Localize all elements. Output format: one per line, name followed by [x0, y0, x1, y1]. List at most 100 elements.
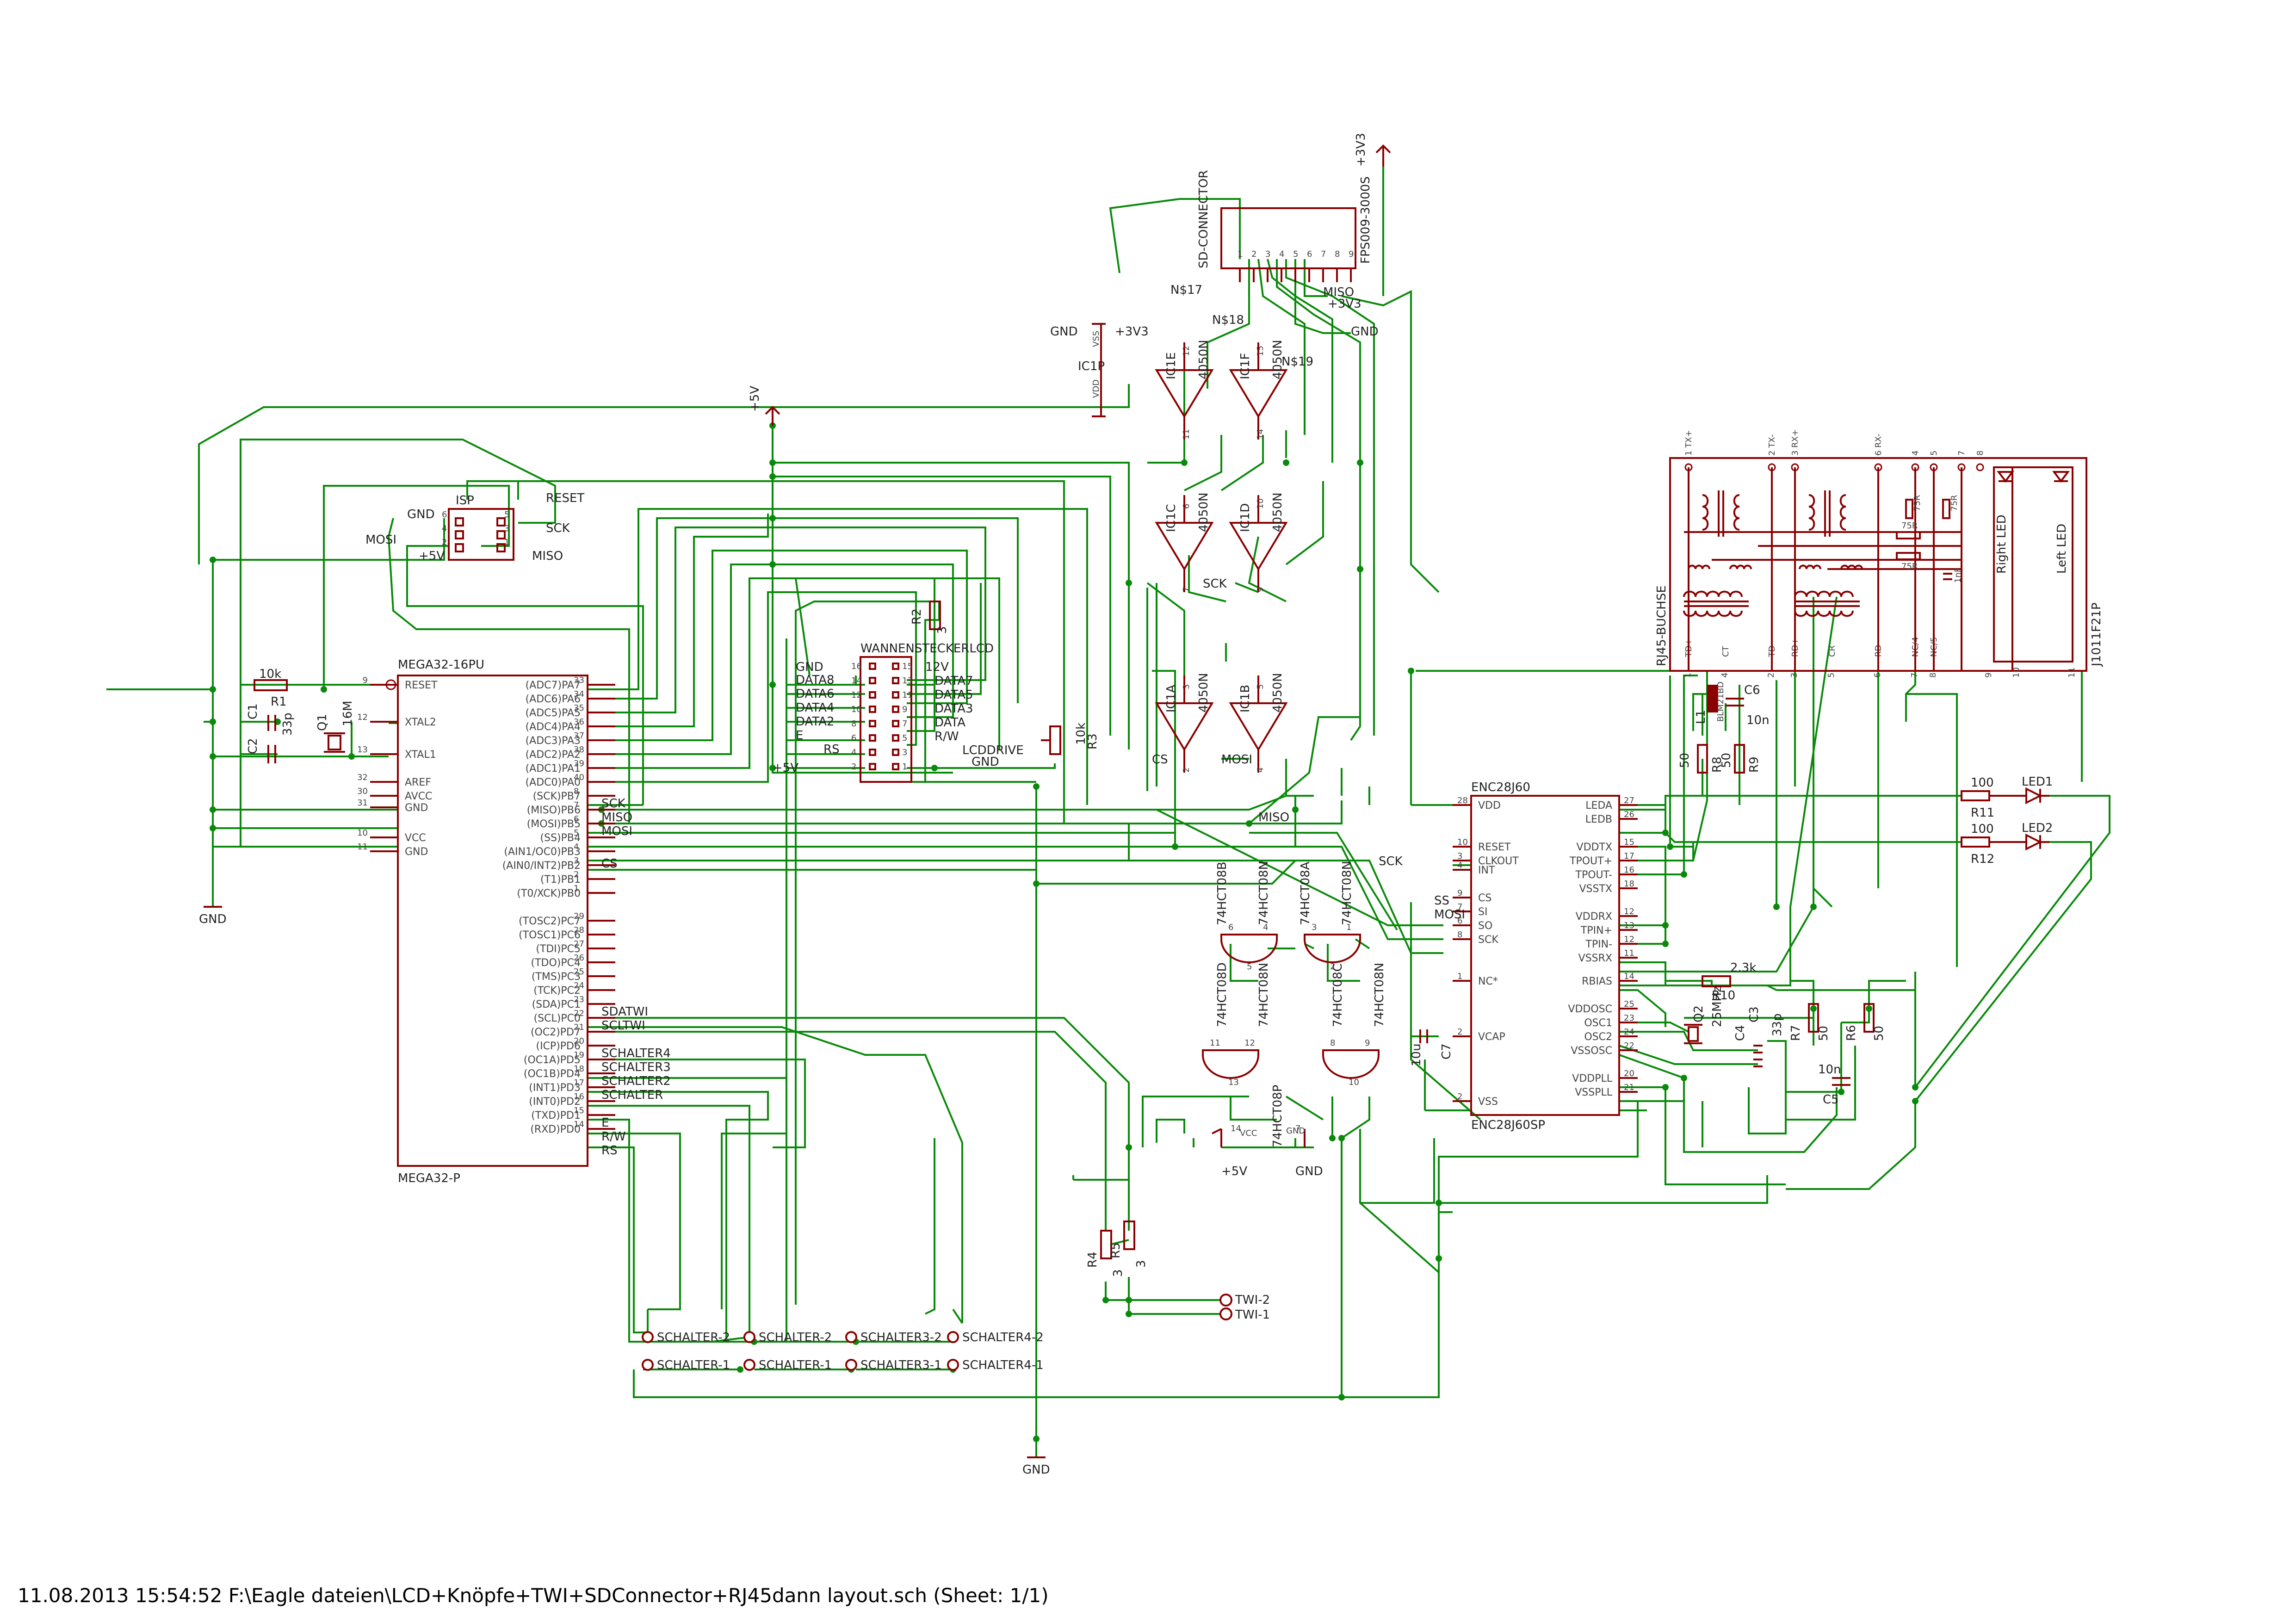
buffer-pin-out: 14: [1256, 429, 1265, 440]
lcd-right-rw: R/W: [934, 730, 959, 743]
rj45-filter: L1 BLM21BD C6 10n 50 R8 50 R9: [1678, 681, 1770, 774]
p5v-label: +5V: [748, 386, 762, 412]
enc-pin-name-left: VCAP: [1478, 1031, 1505, 1043]
lcd-pin-num-right: 13: [902, 676, 913, 686]
lcd-pin-num-left: 10: [851, 705, 862, 714]
mcu-name-top: MEGA32-16PU: [398, 658, 484, 672]
enc-pin-num-left: 8: [1457, 930, 1462, 940]
rj45-part: J1011F21P: [2090, 602, 2104, 667]
buffer-pin-in: 3: [1182, 684, 1191, 689]
buffer-part: 4050N: [1197, 492, 1211, 532]
rj45-bottom-num: 11: [2067, 667, 2077, 678]
twi-2-label: TWI-2: [1235, 1293, 1270, 1307]
lcd-left-data6: DATA6: [796, 687, 835, 701]
isp-pin-5: 5: [504, 510, 509, 520]
lcd-left-data4: DATA4: [796, 701, 835, 715]
and-pin-7: 7: [1295, 1124, 1300, 1134]
buffer-pin-in: 15: [1256, 346, 1265, 356]
mcu-pin-name-right: (RXD)PD0: [530, 1124, 581, 1135]
lcd-left-data2: DATA2: [796, 715, 835, 729]
enc-net-ss: SS: [1434, 894, 1449, 908]
c6-value: 10n: [1746, 713, 1770, 727]
mcu-pin-name-right: (SDA)PC1: [532, 999, 581, 1010]
led-resistor-label: R12: [1971, 852, 1994, 866]
mcu-pin-name-left: XTAL1: [405, 749, 436, 761]
mcu-clock-reset: 10k R1 C1 C2 33p Q1 16M: [246, 667, 355, 763]
mcu-pin-num-right: 14: [574, 1120, 584, 1129]
enc-pin-num-right: 22: [1624, 1041, 1634, 1051]
lcd-pin-num-left: 4: [851, 748, 856, 757]
sd-part: FPS009-3000S: [1359, 176, 1373, 264]
sd-net-n18: N$18: [1212, 313, 1244, 327]
sd-net-3v3: +3V3: [1328, 297, 1362, 311]
sd-pin-num: 7: [1321, 249, 1326, 259]
rj45-bottom-num: 9: [1984, 673, 1993, 678]
mcu-pin-num-right: 6: [574, 814, 579, 824]
buffer-name: IC1F: [1238, 353, 1252, 379]
buffer-part: 4050N: [1271, 340, 1285, 379]
rj45-bottom-num: 1: [1683, 673, 1693, 678]
l1-value: BLM21BD: [1716, 681, 1726, 722]
buffer-pin-out: 9: [1256, 587, 1265, 592]
rj45-res-2: 75R: [1949, 495, 1959, 511]
enc-pin-name-left: CS: [1478, 892, 1491, 904]
enc-pin-num-right: 21: [1624, 1083, 1634, 1092]
r2-value: 3: [935, 626, 949, 634]
rj45-name: RJ45-BUCHSE: [1655, 585, 1669, 666]
lcd-pin-num-right: 7: [902, 719, 907, 729]
switch-label: SCHALTER-1: [657, 1358, 730, 1372]
isp-header: ISP GND MOSI +5V RESET SCK MISO 6 4 2 5 …: [365, 491, 584, 563]
r1-value: 10k: [259, 667, 281, 681]
and-pin: 3: [1312, 923, 1317, 932]
rj45-left-led: Left LED: [2055, 524, 2069, 574]
lcd-pin-num-right: 1: [902, 762, 907, 772]
mcu-pin-name-left: VCC: [405, 832, 426, 844]
mcu-pin-num-right: 17: [574, 1078, 584, 1088]
enc-pin-num-left: 1: [1457, 972, 1462, 981]
rj45-top-pin: 6 RX-: [1874, 434, 1883, 456]
lcd-plus5v: +5V: [773, 761, 798, 775]
mcu-pin-num-right: 37: [574, 731, 584, 741]
mcu-net-labels: SCK MISO MOSI CS SDATWI SCLTWI SCHALTER4…: [601, 797, 671, 1158]
r4-label: R4: [1086, 1251, 1100, 1268]
rj45-bottom-num: 6: [1873, 673, 1882, 678]
rj45-bottom-num: 8: [1928, 673, 1938, 678]
gnd-symbols: GND GND: [199, 906, 1050, 1477]
enc-pin-name-right: VSSPLL: [1575, 1087, 1613, 1098]
enc-pin-name-right: VDDPLL: [1572, 1073, 1612, 1084]
isp-left-3: +5V: [419, 549, 445, 563]
and-pin: 9: [1365, 1038, 1370, 1048]
enc-pin-num-right: 17: [1624, 851, 1634, 861]
switch-pad: SCHALTER-1: [642, 1358, 730, 1372]
lcd-right-data3: DATA3: [934, 702, 973, 716]
lcd-left-e: E: [796, 729, 803, 743]
rj45-top-pin: 3 RX+: [1790, 429, 1800, 456]
enc-pin-name-left: CLKOUT: [1478, 855, 1519, 867]
mcu-pin-num-left: 32: [357, 773, 368, 782]
sd-pin-num: 1: [1238, 249, 1243, 259]
enc-pin-name-left: SCK: [1478, 934, 1498, 946]
lcd-pin-num-left: 6: [851, 733, 856, 743]
enc-pin-num-right: 11: [1624, 948, 1634, 958]
mcu-pin-name-right: (TDO)PC4: [531, 957, 581, 969]
mcu-pin-num-right: 18: [574, 1064, 584, 1074]
q1-label: Q1: [316, 714, 329, 731]
buffer-pin-out: 7: [1182, 587, 1191, 592]
r6-label: R6: [1844, 1025, 1858, 1041]
switch-label: SCHALTER-2: [657, 1331, 730, 1344]
sd-pin-num: 6: [1307, 249, 1312, 259]
r4-value: 3: [1111, 1269, 1125, 1277]
rj-r8-value: 50: [1678, 753, 1692, 768]
and-power: VCC GND 74HCT08P 14 7 +5V GND: [1212, 1085, 1323, 1178]
lcd-pin-num-right: 15: [902, 662, 913, 671]
led-resistor-label: R11: [1971, 806, 1994, 820]
buffer-pin-in: 6: [1182, 504, 1191, 509]
mcu-pin-num-left: 10: [357, 828, 368, 838]
mcu-pin-name-left: AREF: [405, 777, 431, 788]
enc-pin-num-left: 3: [1457, 851, 1462, 861]
lcd-pin-num-left: 2: [851, 762, 856, 772]
